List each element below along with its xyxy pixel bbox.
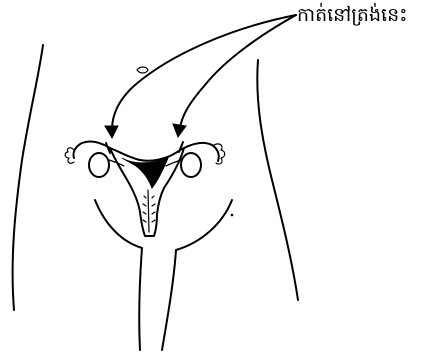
body-outline: [13, 45, 298, 350]
arrow-head-right: [173, 124, 186, 137]
right-ovary: [181, 153, 201, 177]
uterus-group: [65, 142, 225, 236]
left-ovary: [89, 153, 109, 177]
cervix-ridges-right: [152, 196, 155, 222]
callout-arrows: [105, 15, 296, 138]
uterus-body: [110, 148, 184, 236]
left-hip-contour: [13, 45, 43, 310]
right-fallopian-tube: [184, 143, 219, 161]
right-thigh-line: [176, 200, 232, 250]
callout-label: កាត់នៅត្រង់នេះ: [297, 3, 408, 27]
right-hip-contour: [257, 60, 298, 300]
arrow-head-left: [105, 126, 118, 138]
right-inner-leg: [162, 250, 176, 350]
cervix-ridges-left: [143, 196, 146, 222]
ink-dot: [231, 214, 233, 216]
left-inner-leg: [139, 248, 142, 350]
navel-mark: [137, 67, 148, 73]
cervical-canal: [148, 190, 149, 232]
left-thigh-line: [95, 200, 142, 248]
arrow-line-right: [180, 15, 296, 128]
